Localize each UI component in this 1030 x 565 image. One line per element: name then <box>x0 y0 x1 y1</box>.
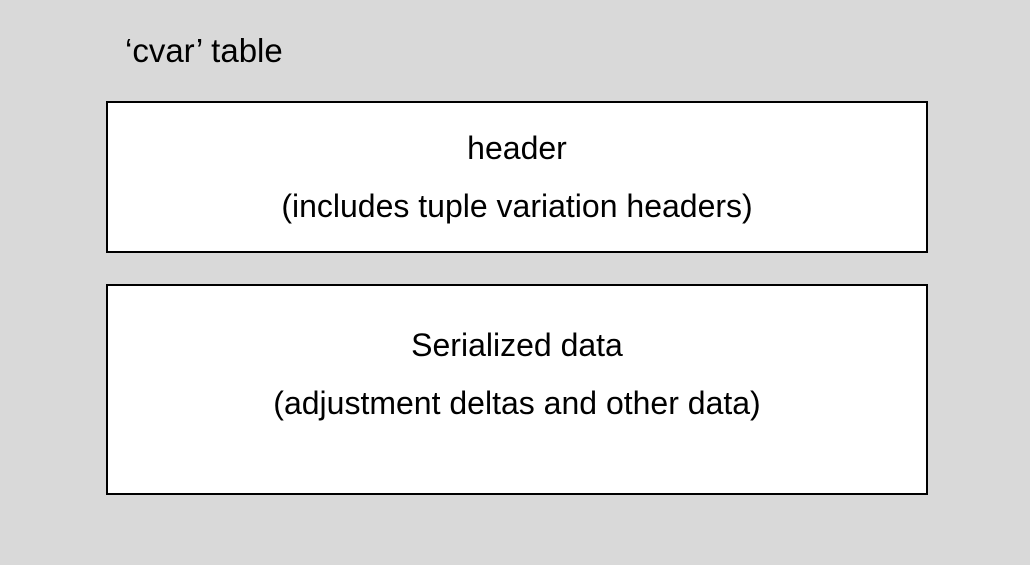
header-box-line2: (includes tuple variation headers) <box>281 188 753 224</box>
serialized-data-box-line1: Serialized data <box>411 327 623 363</box>
diagram-title: ‘cvar’ table <box>125 32 283 69</box>
serialized-data-box-line2: (adjustment deltas and other data) <box>273 385 761 421</box>
header-box-line1: header <box>467 130 567 166</box>
header-box: header (includes tuple variation headers… <box>106 101 928 253</box>
serialized-data-box: Serialized data (adjustment deltas and o… <box>106 284 928 495</box>
